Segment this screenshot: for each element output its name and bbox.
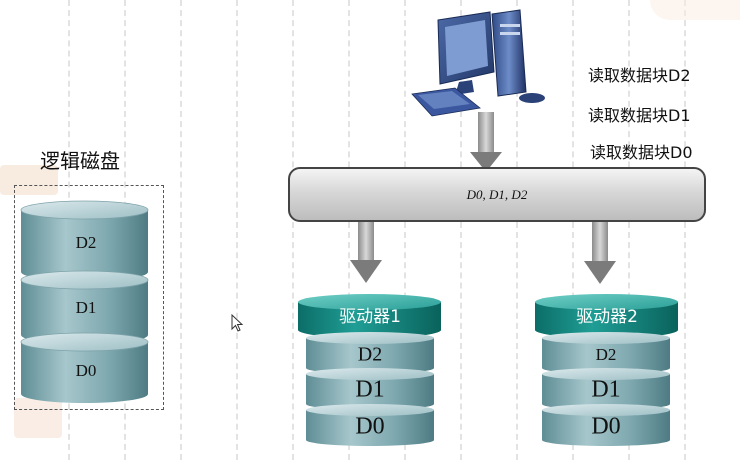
- logical-disk-title: 逻辑磁盘: [40, 149, 120, 173]
- logical-disk-block-d0: D0: [20, 332, 149, 403]
- drive-2-block-d2: D2: [542, 332, 670, 374]
- drive-1-label-d1: D1: [355, 377, 384, 403]
- read-request-d2: 读取数据块D2: [588, 66, 691, 85]
- logical-disk-frame: [14, 185, 164, 410]
- drive-2-name: 驱动器2: [576, 307, 638, 327]
- mouse-pointer-icon: [231, 314, 244, 332]
- drive-2: 驱动器2 D2 D1 D0: [535, 294, 678, 446]
- drive-2-label-d1: D1: [591, 377, 620, 403]
- drive-2-block-d0: D0: [542, 404, 670, 446]
- arrow-computer-to-bus: [470, 112, 502, 172]
- drive-1: 驱动器1 D2 D1 D0: [298, 294, 441, 446]
- drive-1-label-d0: D0: [355, 414, 384, 440]
- decor-corner: [650, 0, 740, 20]
- read-request-d0: 读取数据块D0: [590, 143, 693, 162]
- drive-1-label-d2: D2: [358, 344, 382, 366]
- logical-disk-label-d2: D2: [76, 233, 97, 252]
- logical-disk: D2 D1 D0: [20, 200, 149, 403]
- io-bus: D0, D1, D2: [288, 167, 706, 222]
- drive-1-cap: 驱动器1: [298, 294, 441, 338]
- read-request-d1: 读取数据块D1: [588, 106, 691, 125]
- decor-stamp-top: [0, 165, 58, 195]
- logical-disk-label-d1: D1: [76, 298, 97, 317]
- bus-label: D0, D1, D2: [466, 187, 528, 202]
- logical-disk-block-d2: D2: [20, 200, 149, 281]
- drive-2-block-d1: D1: [542, 368, 670, 410]
- drive-2-cap: 驱动器2: [535, 294, 678, 338]
- drive-1-name: 驱动器1: [339, 307, 401, 327]
- logical-disk-label-d0: D0: [76, 361, 97, 380]
- arrow-bus-to-drive1: [350, 213, 382, 283]
- drive-1-block-d2: D2: [306, 332, 434, 374]
- arrow-bus-to-drive2: [584, 222, 616, 284]
- decor-stamp-bottom: [14, 398, 62, 438]
- drive-2-label-d2: D2: [596, 345, 617, 364]
- drive-1-block-d0: D0: [306, 404, 434, 446]
- drive-2-label-d0: D0: [591, 414, 620, 440]
- computer-icon: [411, 9, 545, 117]
- drive-1-block-d1: D1: [306, 368, 434, 410]
